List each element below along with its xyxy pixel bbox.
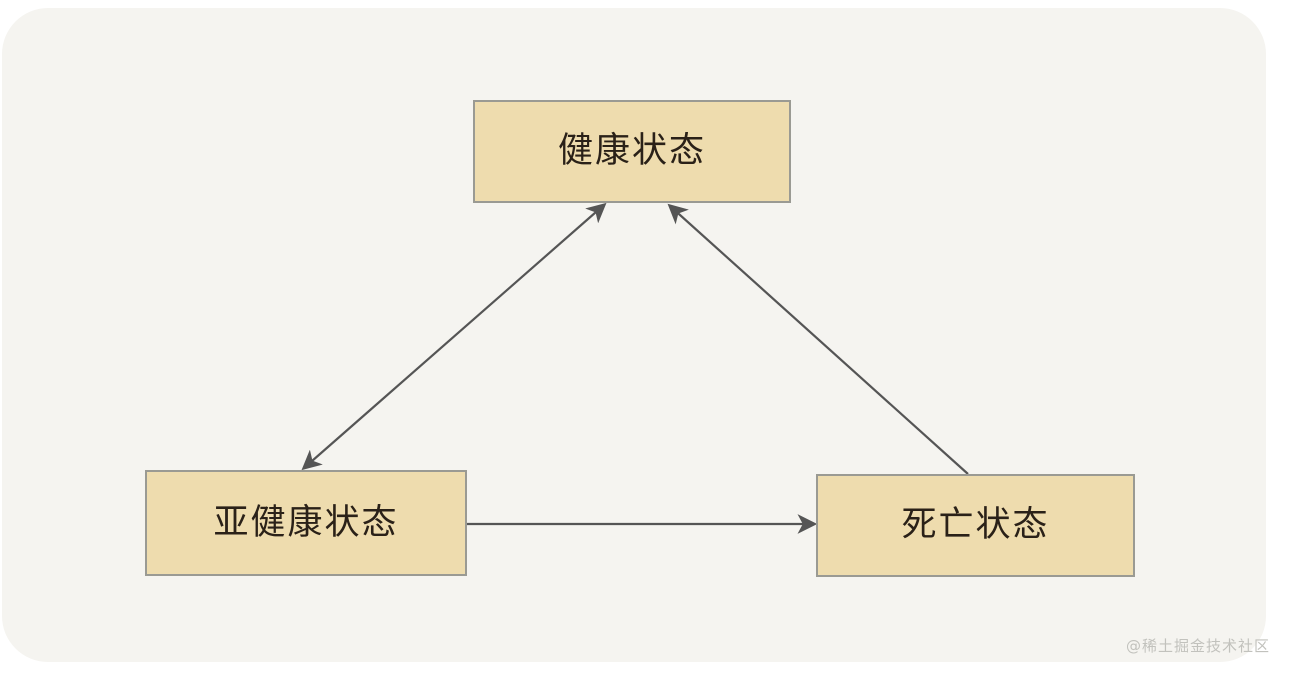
state-node-healthy-label: 健康状态 (557, 131, 706, 171)
state-node-death-label: 死亡状态 (901, 505, 1050, 545)
state-node-healthy[interactable]: 健康状态 (473, 100, 791, 203)
state-node-subhealthy-label: 亚健康状态 (213, 502, 399, 543)
state-node-subhealthy[interactable]: 亚健康状态 (145, 470, 467, 576)
edge-healthy-subhealthy (301, 202, 607, 471)
state-node-death[interactable]: 死亡状态 (816, 474, 1135, 577)
watermark-text: @稀土掘金技术社区 (1125, 637, 1270, 655)
edge-death-healthy (667, 203, 969, 475)
